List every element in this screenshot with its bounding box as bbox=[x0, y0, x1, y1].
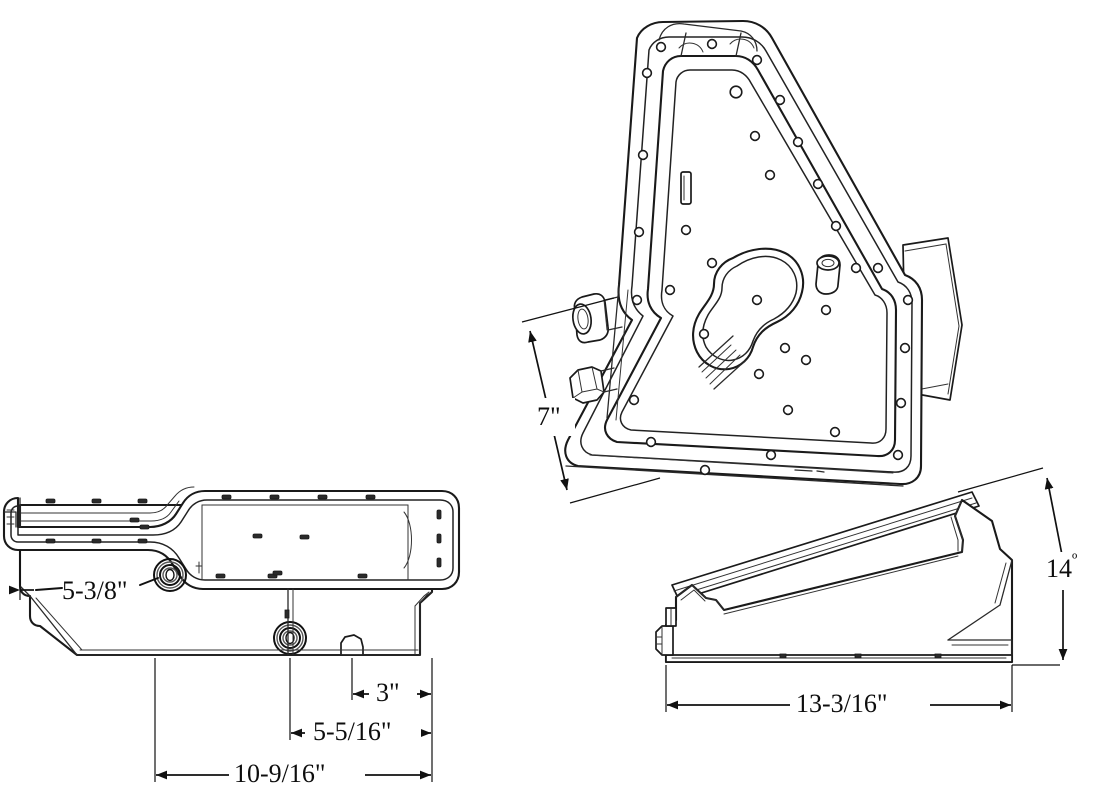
dim-14-deg-label: 14º bbox=[1046, 550, 1077, 583]
side-left-endcap bbox=[3, 497, 21, 528]
dim-3-label: 3" bbox=[376, 678, 400, 707]
iso-cavity-inner-edge bbox=[619, 69, 888, 444]
dim-5-3-8-label: 5-3/8" bbox=[62, 576, 128, 605]
iso-bottom-seam bbox=[565, 465, 904, 487]
dim-7-label: 7" bbox=[537, 402, 561, 431]
side-upper-boss bbox=[153, 558, 187, 592]
side-rail-bolt-marks bbox=[45, 494, 442, 579]
side-elevation-view: 5-3/8" 3" 5-5/16" 10-9/16" bbox=[2, 486, 461, 792]
side-drain-plug bbox=[340, 634, 364, 656]
side-interior-panel bbox=[195, 504, 412, 581]
dim-10-9-16: 10-9/16" bbox=[154, 658, 433, 792]
end-tilted-rail bbox=[671, 491, 980, 601]
dim-5-5-16-label: 5-5/16" bbox=[313, 717, 392, 746]
iso-bolt-holes bbox=[628, 38, 914, 476]
side-top-rail bbox=[2, 489, 461, 591]
dim-10-9-16-label: 10-9/16" bbox=[234, 759, 326, 788]
dim-13-3-16: 13-3/16" bbox=[665, 665, 1013, 722]
dim-13-3-16-label: 13-3/16" bbox=[796, 689, 888, 718]
end-hex-plug bbox=[655, 607, 677, 656]
end-floor-plate bbox=[665, 653, 1013, 663]
iso-side-boss-hex bbox=[569, 366, 605, 404]
iso-rail-inner-contour bbox=[580, 36, 913, 473]
side-right-step bbox=[284, 588, 433, 656]
dim-3-inch: 3" bbox=[351, 658, 433, 710]
dim-7-inch: 7" bbox=[521, 297, 661, 504]
end-elevation-view: 13-3/16" 14º bbox=[655, 467, 1098, 722]
iso-pickup-lines bbox=[698, 335, 747, 390]
dim-14-degree: 14º bbox=[957, 467, 1098, 666]
dim-5-3-8: 5-3/8" bbox=[8, 550, 159, 605]
iso-sump-spout bbox=[815, 254, 841, 295]
iso-top-view: 7" bbox=[521, 19, 963, 504]
dim-5-5-16: 5-5/16" bbox=[289, 658, 433, 749]
iso-left-tab bbox=[680, 171, 692, 205]
